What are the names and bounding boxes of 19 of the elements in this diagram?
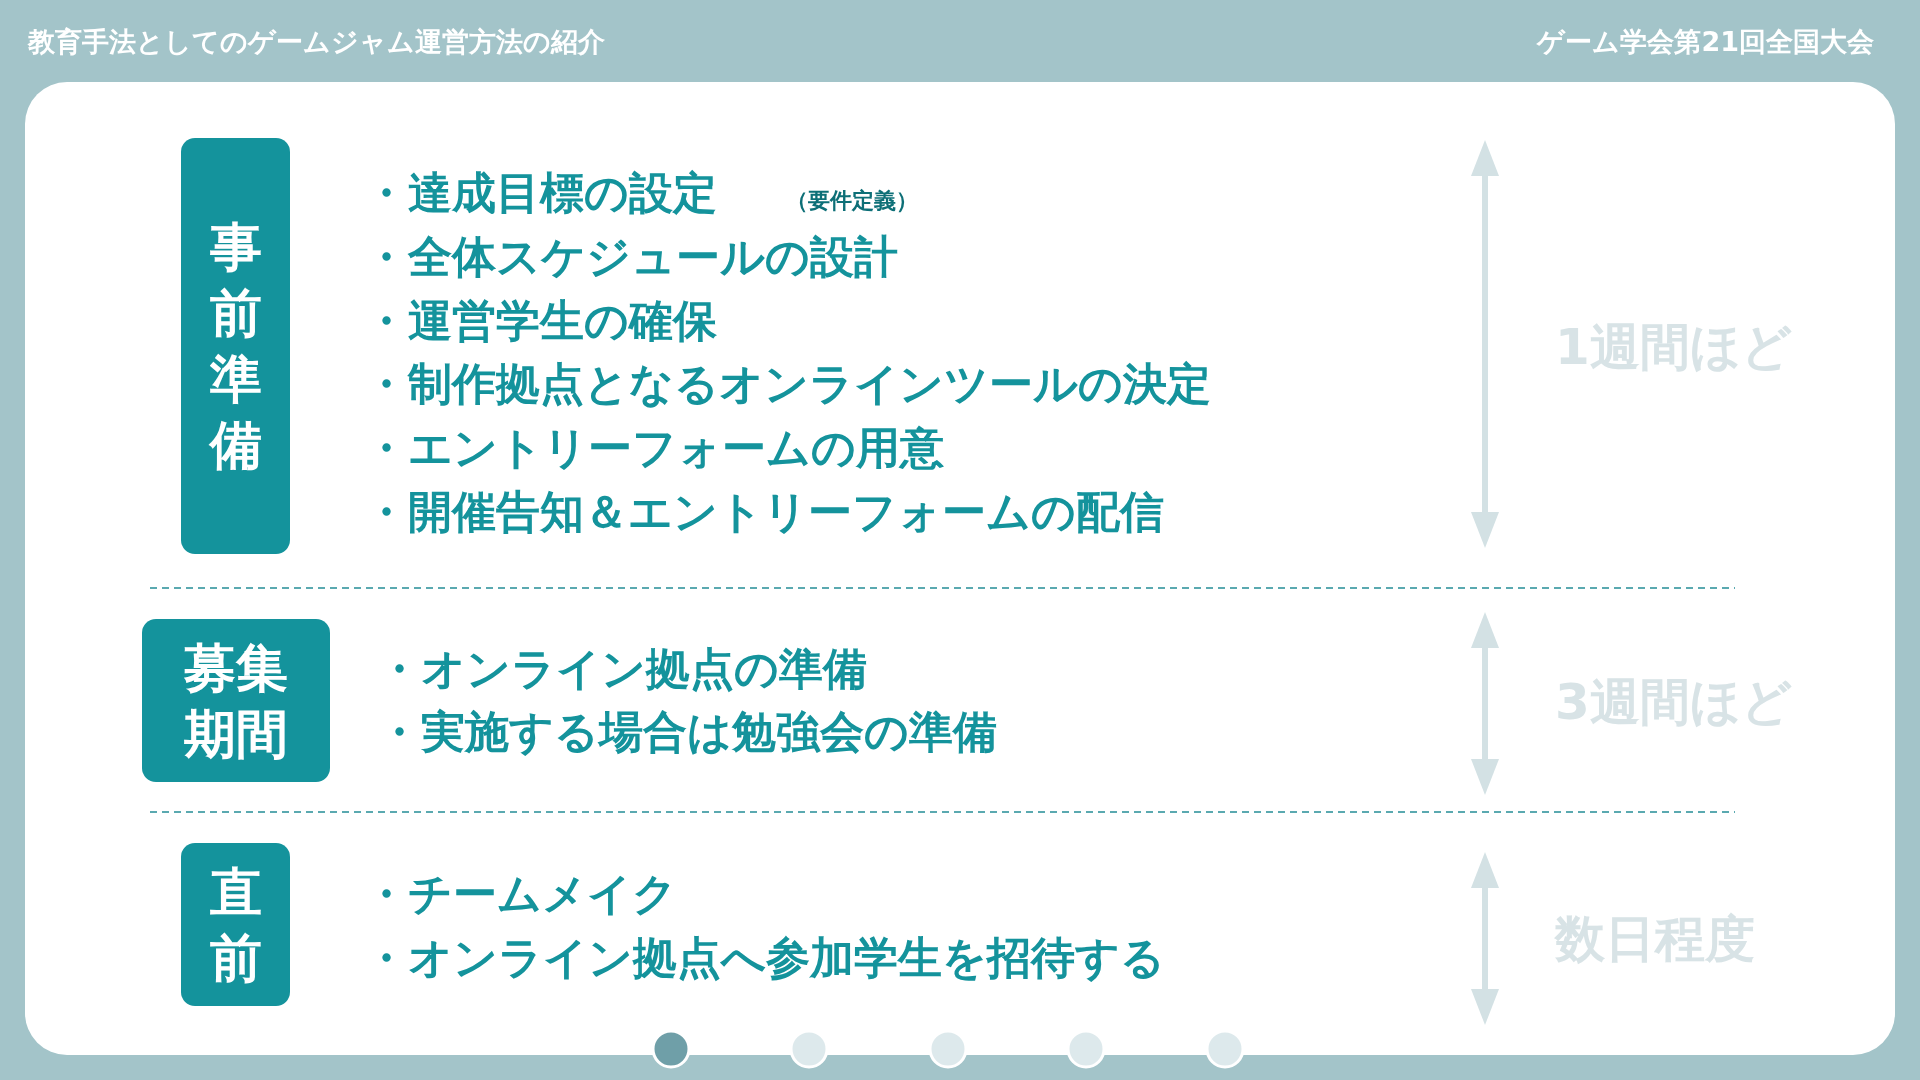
- bullet-item: ・制作拠点となるオンラインツールの決定: [364, 357, 1211, 411]
- bullet-item: ・運営学生の確保: [364, 294, 717, 348]
- note-text: （要件定義）: [786, 187, 918, 215]
- phase-box: [181, 138, 290, 554]
- bullet-item: ・オンライン拠点へ参加学生を招待する: [364, 931, 1165, 985]
- phase-name: 直前: [208, 860, 263, 990]
- bullet-item: ・エントリーフォームの用意: [364, 421, 944, 475]
- bullet-item: ・達成目標の設定: [364, 166, 717, 220]
- bullet-item: ・実施する場合は勉強会の準備: [377, 705, 997, 759]
- slide-title: 教育手法としてのゲームジャム運営方法の紹介: [28, 25, 605, 59]
- phase-box: [142, 619, 330, 782]
- bullet-item: ・チームメイク: [364, 867, 677, 921]
- phase-box: [181, 843, 290, 1006]
- bullet-item: ・開催告知＆エントリーフォームの配信: [364, 485, 1164, 539]
- phase-name: 募集期間: [183, 636, 289, 766]
- bullet-item: ・オンライン拠点の準備: [377, 642, 867, 696]
- event-name: ゲーム学会第21回全国大会: [1537, 25, 1874, 59]
- bullet-item: ・全体スケジュールの設計: [364, 230, 898, 284]
- phase-name: 事前準備: [208, 216, 263, 477]
